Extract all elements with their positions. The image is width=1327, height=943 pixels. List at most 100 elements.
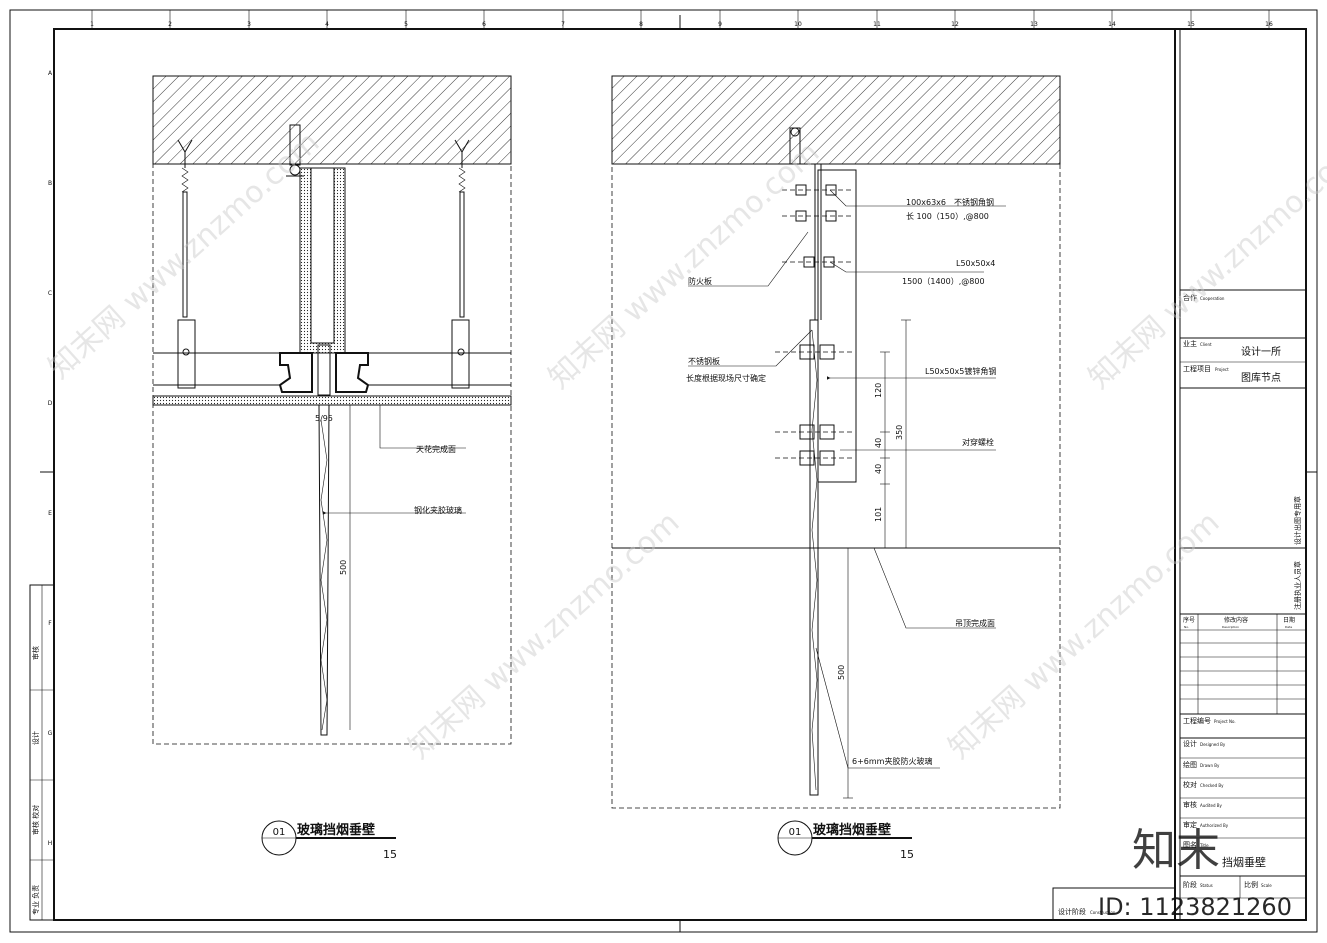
ruler-label: 7 (561, 21, 565, 28)
stamp-label: 设计 (31, 731, 40, 745)
ruler-label: 6 (482, 21, 486, 28)
ruler-label: D (48, 400, 53, 407)
watermark: 知末网 www.znzmo.com 知末网 www.znzmo.com 知末网 … (42, 125, 1327, 921)
ruler-label: 10 (794, 21, 802, 28)
ruler-label: 13 (1030, 21, 1038, 28)
detail-number: 01 (273, 827, 286, 838)
label-cooperation-en: Cooperation (1200, 296, 1225, 301)
stamp-label: 审核 校对 (31, 805, 40, 835)
label-drawn: 绘图 (1183, 760, 1197, 769)
note-ceiling: 天花完成面 (416, 444, 456, 454)
dim-gap: 5/95 (315, 414, 333, 423)
ruler-label: 2 (168, 21, 172, 28)
dim-40: 40 (874, 464, 883, 474)
watermark-logo: 知末 (1132, 825, 1220, 876)
note-channel: L50x50x5镀锌角钢 (925, 366, 996, 376)
hanger-rod-left (177, 139, 196, 389)
detail-title: 玻璃挡烟垂壁 (297, 822, 375, 838)
ruler-label: F (48, 620, 52, 627)
label-client: 业主 (1183, 339, 1197, 348)
label-client-en: Client (1200, 342, 1212, 347)
client-value: 设计一所 (1241, 345, 1281, 358)
steel-plate (817, 169, 857, 483)
rev-desc: 修改内容 (1224, 616, 1248, 624)
slab-anchor (789, 127, 801, 165)
concrete-slab (611, 75, 1061, 165)
stamp-label: 审核 (31, 646, 40, 660)
label-project: 工程项目 (1183, 364, 1211, 373)
ruler-label: 15 (1187, 21, 1195, 28)
drawing-name-value: 挡烟垂壁 (1222, 855, 1266, 869)
ruler-label: 1 (90, 21, 94, 28)
label-checked: 校对 (1183, 780, 1197, 789)
label-drawing-name-en: Title (1199, 843, 1209, 848)
detail-number: 01 (789, 827, 802, 838)
left-stamp-strip: 审核 设计 审核 校对 专业 负责 (29, 584, 55, 921)
label-drawn-en: Drawn By (1200, 763, 1220, 768)
glass-panel (809, 319, 819, 796)
note-fireproof: 防火板 (688, 276, 712, 286)
stamp-label: 专业 负责 (31, 885, 40, 915)
note-ceiling: 吊顶完成面 (955, 618, 995, 628)
label-approved-en: Authorized By (1200, 823, 1229, 828)
stamp-label-en: Construction (1090, 910, 1116, 915)
label-status: 阶段 (1183, 880, 1197, 889)
bottom-stamp: 设计阶段 Construction (1052, 887, 1176, 921)
ruler-left: A B C D E F G H (40, 70, 1317, 847)
label-project-no: 工程编号 (1183, 716, 1211, 725)
note-steel: 不锈钢板 (688, 356, 720, 366)
label-project-en: Project (1215, 367, 1229, 372)
label-designed-en: Designed By (1200, 742, 1226, 747)
ruler-label: 16 (1265, 21, 1273, 28)
svg-text:知末网 www.znzmo.com: 知末网 www.znzmo.com (942, 505, 1226, 766)
ruler-label: H (48, 840, 53, 847)
dim-120: 120 (874, 383, 883, 398)
label-audited: 审核 (1183, 800, 1197, 809)
note-glass: 6+6mm夹胶防火玻璃 (852, 756, 932, 766)
svg-text:知末网 www.znzmo.com: 知末网 www.znzmo.com (1082, 135, 1327, 396)
label-scale-en: Scale (1261, 883, 1272, 888)
detail-scale: 15 (383, 848, 397, 861)
ruler-label: G (48, 730, 53, 737)
detail-scale: 15 (900, 848, 914, 861)
dim-40: 40 (874, 438, 883, 448)
ruler-label: C (48, 290, 52, 297)
detail-boundary (152, 163, 512, 745)
bolt-rows (775, 184, 852, 466)
note-glass: 钢化夹胶玻璃 (414, 505, 462, 515)
stamp-label: 设计阶段 (1058, 907, 1086, 916)
detail-title: 玻璃挡烟垂壁 (813, 822, 891, 838)
detail-left: 5/95 500 天花完成面 钢化夹胶玻璃 01 玻璃挡烟垂壁 15 (152, 75, 512, 861)
concrete-slab (152, 75, 512, 165)
ruler-label: 9 (718, 21, 722, 28)
rev-no-en: No. (1184, 625, 1189, 629)
label-checked-en: Checked By (1200, 783, 1224, 788)
dim-height: 500 (339, 560, 348, 575)
detail-right: 100x63x6 不锈钢角钢 长 100（150）,@800 L50x50x4 … (611, 75, 1061, 861)
note-bolt: 对穿螺栓 (962, 437, 994, 447)
dim-500: 500 (837, 665, 846, 680)
leader-ceiling (379, 405, 466, 449)
glass-panel (318, 404, 330, 736)
note-l50-spec: 1500（1400）,@800 (902, 277, 985, 286)
dim-101: 101 (874, 507, 883, 522)
ruler-label: E (48, 510, 52, 517)
label-designed: 设计 (1183, 739, 1197, 748)
svg-text:知末网 www.znzmo.com: 知末网 www.znzmo.com (402, 505, 686, 766)
label-audited-en: Audited By (1200, 803, 1223, 808)
note-steel-length: 长度根据现场尺寸确定 (686, 373, 766, 383)
ruler-label: 12 (951, 21, 959, 28)
note-l50: L50x50x4 (956, 259, 995, 268)
label-scale: 比例 (1244, 880, 1258, 889)
rev-no: 序号 (1183, 616, 1195, 624)
dimension-lines: 120 40 40 101 350 500 (837, 319, 911, 799)
label-drawing-name: 图名 (1183, 840, 1197, 849)
note-angle: 100x63x6 不锈钢角钢 (906, 197, 994, 207)
svg-text:知末网 www.znzmo.com: 知末网 www.znzmo.com (542, 135, 826, 396)
vertical-stamp-1: 设计出图专用章 (1293, 496, 1302, 545)
rev-date: 日期 (1283, 616, 1295, 624)
label-status-en: Status (1200, 883, 1213, 888)
label-approved: 审定 (1183, 820, 1197, 829)
note-angle-spec: 长 100（150）,@800 (906, 211, 989, 221)
hanger-rod-right (451, 139, 470, 389)
